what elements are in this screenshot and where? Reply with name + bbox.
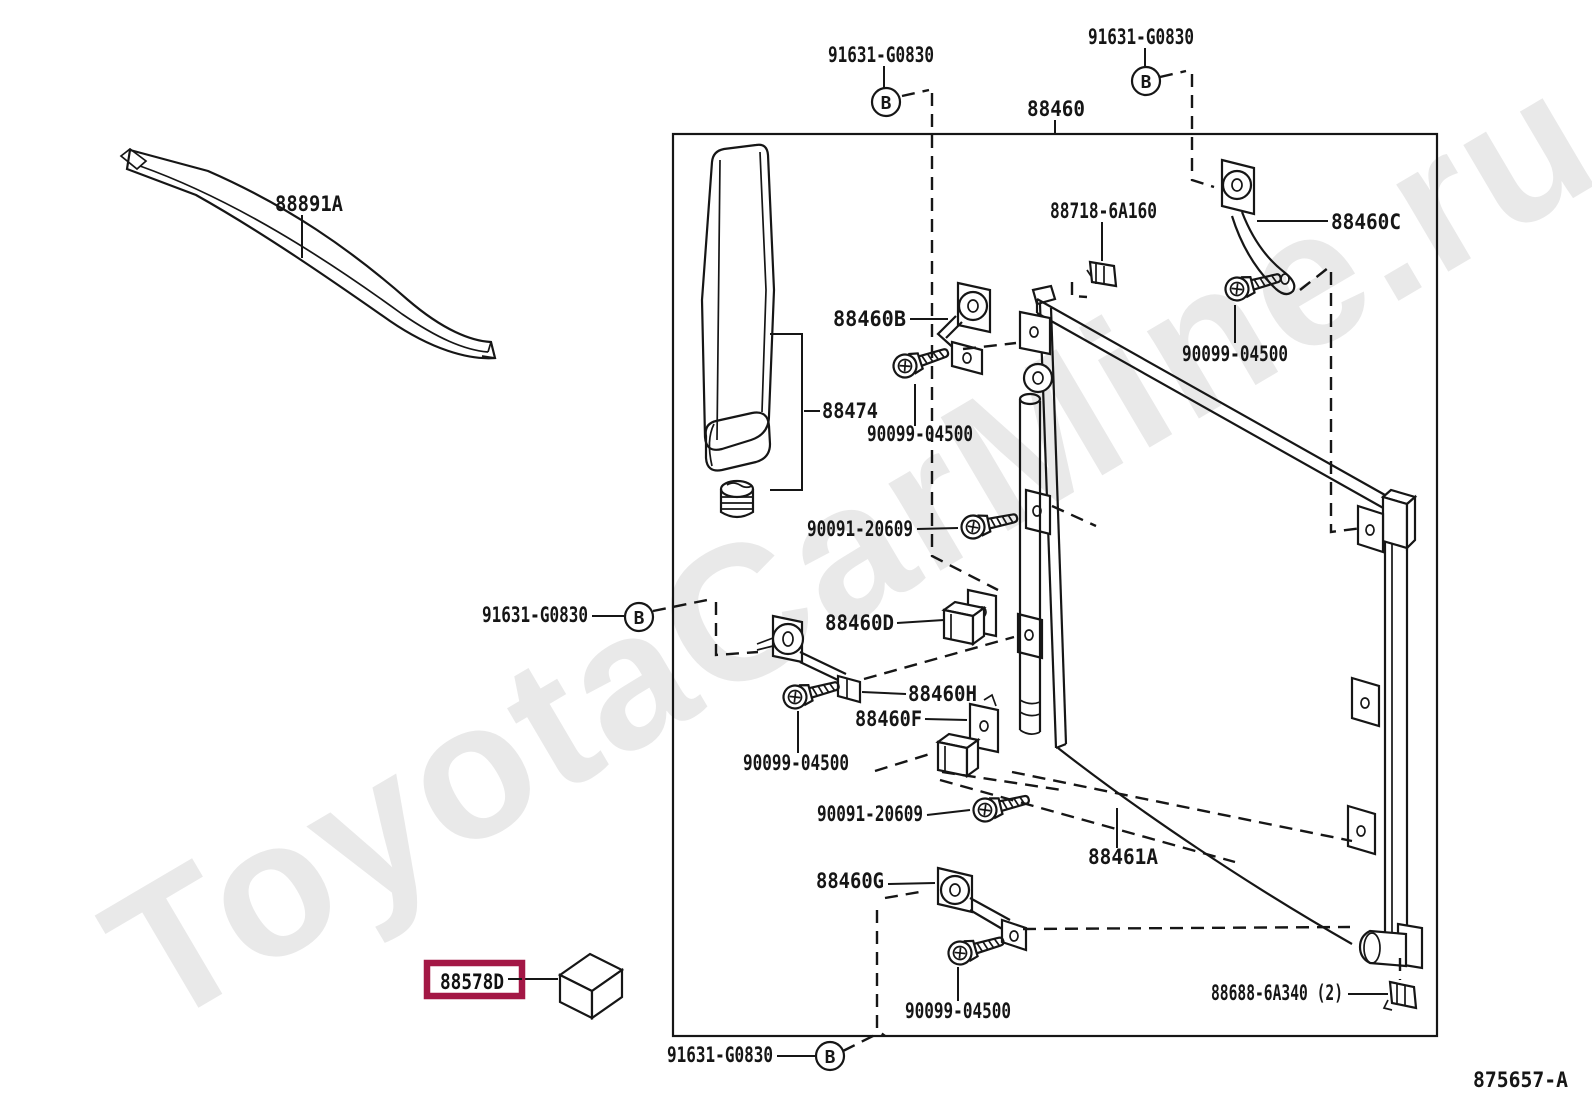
grommet-markers: B B B B <box>623 65 1162 1072</box>
label-bracket-h[interactable]: 88460H <box>908 682 977 706</box>
label-bolt-small-f[interactable]: 90099-04500 <box>743 751 849 775</box>
part-insulator-88578D <box>557 952 625 1021</box>
label-bolt-large-bottom[interactable]: 90091-20609 <box>817 802 923 826</box>
label-pipe[interactable]: 88461A <box>1088 845 1158 869</box>
label-insulator-highlighted[interactable]: 88578D <box>440 970 504 994</box>
label-grommet-top-left[interactable]: 91631-G0830 <box>828 43 934 67</box>
label-bracket-d[interactable]: 88460D <box>825 611 894 635</box>
bracket-88460C <box>1220 158 1296 296</box>
label-bracket-c[interactable]: 88460C <box>1331 210 1401 234</box>
bolt-90099-04500-f <box>779 673 843 713</box>
part-seal-strip-88891A <box>119 147 497 360</box>
bolt-90099-04500-c <box>1221 265 1285 305</box>
bracket-88460H <box>756 614 862 704</box>
bolt-90091-20609-bottom <box>969 786 1033 826</box>
highlight-box <box>423 959 526 1000</box>
bracket-88460G <box>936 866 1028 952</box>
label-packing[interactable]: 88718-6A160 <box>1050 199 1157 223</box>
label-seal-upper[interactable]: 88891A <box>275 192 343 216</box>
part-labels: 91631-G0830 91631-G0830 88460 88891A 887… <box>275 25 1401 1067</box>
label-condenser-assembly[interactable]: 88460 <box>1027 97 1085 121</box>
marker-b-3: B <box>634 608 645 629</box>
part-condenser-core <box>1016 284 1424 970</box>
label-bracket-g[interactable]: 88460G <box>816 869 884 893</box>
bolt-90091-20609-top <box>958 505 1021 542</box>
assembly-boundary-box <box>671 132 1439 1038</box>
marker-b-4: B <box>825 1047 836 1068</box>
label-grommet-bottom[interactable]: 91631-G0830 <box>667 1043 773 1067</box>
label-bolt-small-c[interactable]: 90099-04500 <box>1182 342 1288 366</box>
label-modulator[interactable]: 88474 <box>822 399 878 423</box>
highlighted-part-callout[interactable]: 88578D <box>423 959 526 1000</box>
label-clip[interactable]: 88688-6A340 (2) <box>1211 981 1343 1005</box>
modulator-cap <box>719 479 755 519</box>
label-bolt-large-top[interactable]: 90091-20609 <box>807 517 913 541</box>
bracket-88460F <box>935 693 1000 779</box>
bracket-88460D <box>941 588 998 647</box>
part-modulator-88474 <box>700 143 776 519</box>
marker-b-2: B <box>1141 72 1152 93</box>
label-bolt-small-b[interactable]: 90099-04500 <box>867 422 973 446</box>
label-bracket-b[interactable]: 88460B <box>833 307 906 331</box>
dashed-guide-lines <box>652 69 1402 1053</box>
label-bracket-f[interactable]: 88460F <box>855 707 922 731</box>
clip-88718-6A160 <box>1086 260 1118 288</box>
bracket-88460B <box>936 281 992 376</box>
label-grommet-top-right[interactable]: 91631-G0830 <box>1088 25 1194 49</box>
receiver-drier-tube <box>1018 392 1042 735</box>
bolt-90099-04500-b <box>889 340 953 382</box>
label-grommet-mid[interactable]: 91631-G0830 <box>482 603 588 627</box>
pipe-88461A <box>1057 747 1353 945</box>
bolt-90099-04500-g <box>944 928 1008 969</box>
clip-88688-6A340 <box>1382 980 1418 1011</box>
drawing-number: 875657-A <box>1473 1068 1568 1092</box>
marker-b-1: B <box>881 93 892 114</box>
label-bolt-small-g[interactable]: 90099-04500 <box>905 999 1011 1023</box>
